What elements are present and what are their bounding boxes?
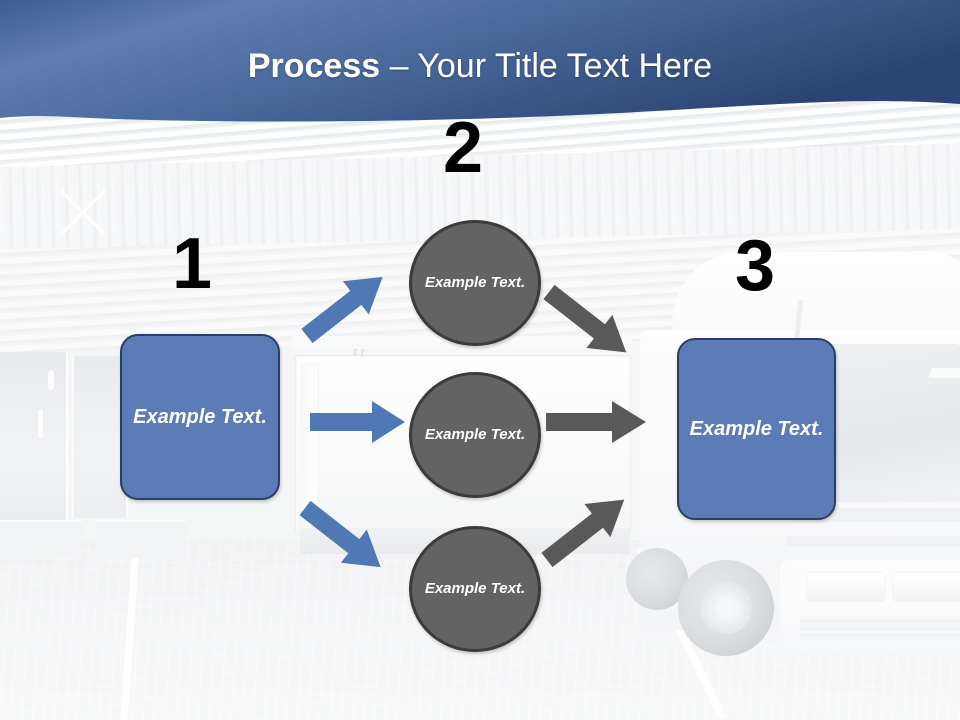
- trailer-door-edge: [300, 362, 319, 522]
- process-box-3[interactable]: Example Text.: [677, 338, 836, 520]
- step-number-1: 1: [172, 224, 212, 304]
- truck-wheel-hub: [700, 582, 752, 634]
- loading-dock-bay-1: [0, 352, 68, 520]
- step-number-2: 2: [443, 108, 483, 188]
- process-circle-top-label: Example Text.: [424, 273, 526, 291]
- dock-number-marking: 13: [352, 348, 366, 359]
- truck-grille: [800, 616, 960, 638]
- title-strong: Process: [247, 47, 381, 85]
- dock-lip-1: [0, 520, 82, 558]
- dock-lip-2: [96, 520, 186, 558]
- windshield-highlight: [928, 368, 960, 378]
- process-box-1-label: Example Text.: [133, 405, 267, 428]
- step-number-3: 3: [735, 226, 775, 306]
- dock-highlight-1: [38, 410, 43, 438]
- truck-headlight-left: [806, 572, 886, 602]
- process-circle-bottom[interactable]: Example Text.: [409, 526, 541, 652]
- process-circle-middle[interactable]: Example Text.: [409, 372, 541, 498]
- truck-headlight-right: [892, 572, 960, 602]
- facade-x-brace-icon: [52, 180, 114, 242]
- process-circle-middle-label: Example Text.: [424, 425, 526, 443]
- page-title: Process – Your Title Text Here: [0, 47, 960, 85]
- process-circle-top[interactable]: Example Text.: [409, 220, 541, 346]
- process-box-1[interactable]: Example Text.: [120, 334, 280, 500]
- title-rest: – Your Title Text Here: [380, 47, 713, 85]
- process-circle-bottom-label: Example Text.: [424, 579, 526, 597]
- process-box-3-label: Example Text.: [689, 417, 824, 440]
- cab-stripe-lower: [786, 536, 960, 546]
- dock-highlight-2: [48, 370, 54, 390]
